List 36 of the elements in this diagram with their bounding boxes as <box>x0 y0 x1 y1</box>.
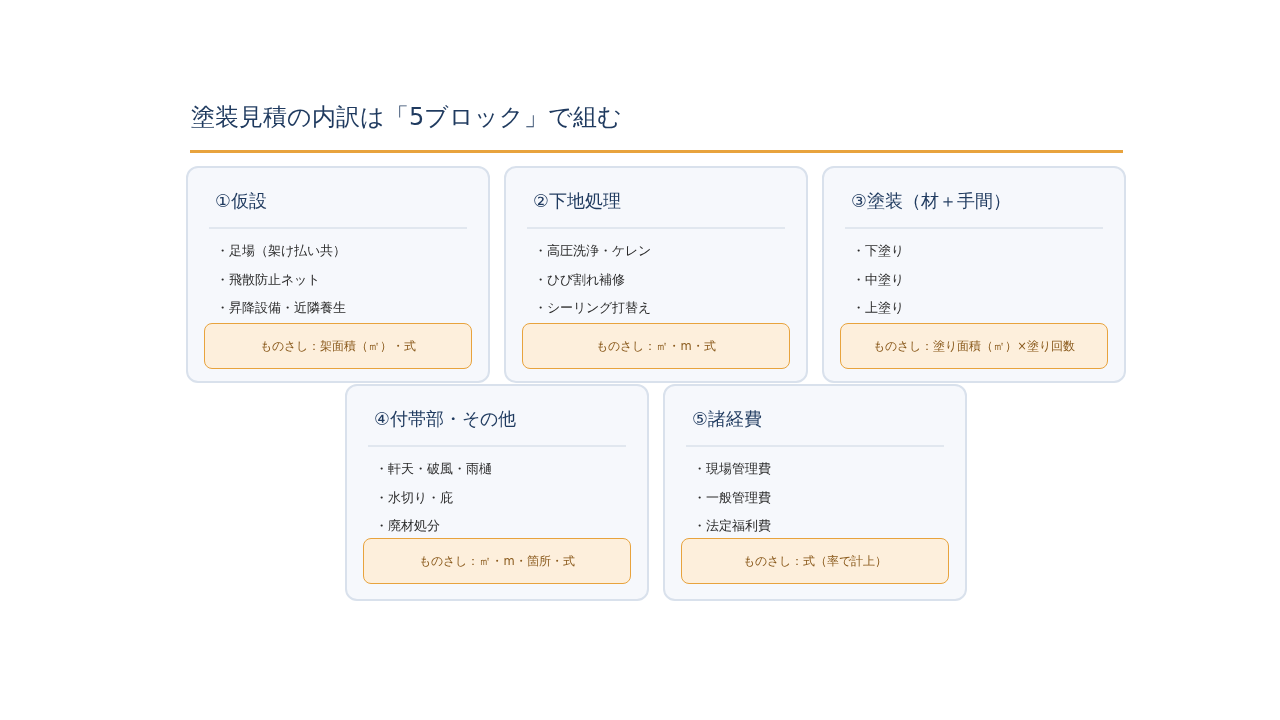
list-item: ・軒天・破風・雨樋 <box>375 460 492 478</box>
card-heading: ③塗装（材＋手間） <box>851 190 1011 213</box>
list-item: ・現場管理費 <box>693 460 771 478</box>
diagram-title: 塗装見積の内訳は「5ブロック」で組む <box>191 102 623 133</box>
list-item: ・水切り・庇 <box>375 489 453 507</box>
measure-label: ものさし：㎡・m・式 <box>596 338 716 354</box>
measure-label: ものさし：架面積（㎡）・式 <box>260 338 416 354</box>
list-item: ・一般管理費 <box>693 489 771 507</box>
list-item: ・足場（架け払い共） <box>216 242 346 260</box>
card-heading: ①仮設 <box>215 190 267 213</box>
list-item: ・廃材処分 <box>375 517 440 535</box>
list-item: ・昇降設備・近隣養生 <box>216 299 346 317</box>
list-item: ・シーリング打替え <box>534 299 651 317</box>
list-item: ・中塗り <box>852 271 904 289</box>
list-item: ・ひび割れ補修 <box>534 271 625 289</box>
measure-note-panel <box>840 323 1108 369</box>
list-item: ・飛散防止ネット <box>216 271 320 289</box>
measure-note-panel <box>363 538 631 584</box>
category-card <box>822 166 1126 383</box>
list-item: ・高圧洗浄・ケレン <box>534 242 651 260</box>
measure-note-panel <box>204 323 472 369</box>
list-item: ・法定福利費 <box>693 517 771 535</box>
category-card <box>663 384 967 601</box>
card-heading: ⑤諸経費 <box>692 408 762 431</box>
measure-label: ものさし：㎡・m・箇所・式 <box>419 553 575 569</box>
measure-note-panel <box>522 323 790 369</box>
category-card <box>345 384 649 601</box>
measure-label: ものさし：塗り面積（㎡）×塗り回数 <box>873 338 1075 354</box>
category-card <box>186 166 490 383</box>
card-heading: ②下地処理 <box>533 190 621 213</box>
category-card <box>504 166 808 383</box>
measure-note-panel <box>681 538 949 584</box>
list-item: ・下塗り <box>852 242 904 260</box>
measure-label: ものさし：式（率で計上） <box>743 553 887 569</box>
card-heading: ④付帯部・その他 <box>374 408 516 431</box>
list-item: ・上塗り <box>852 299 904 317</box>
